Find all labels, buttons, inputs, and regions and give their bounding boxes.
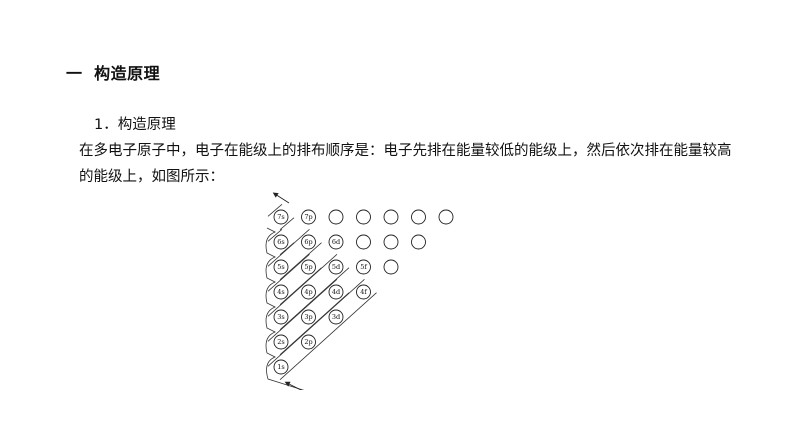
filling-line-3-0 (267, 254, 310, 292)
filling-line-5-0 (267, 279, 338, 342)
orbital-label-7p: 7p (304, 213, 312, 221)
orbital-label-3d: 3d (332, 313, 340, 321)
orbital-circle-2s (273, 334, 289, 350)
orbital-circle-5p (301, 259, 316, 275)
orbital-circle-4s (273, 284, 289, 300)
orbital-label-4d: 4d (332, 288, 340, 296)
filling-line-3-1 (279, 267, 322, 305)
filling-line-5-1 (279, 292, 350, 355)
orbital-circle-5f (356, 259, 371, 275)
filling-line-4-0 (267, 254, 338, 317)
orbital-label-6d: 6d (332, 238, 340, 246)
paragraph-line-2: 的能级上，如图所示： (79, 169, 224, 185)
orbital-circle-1s (273, 359, 289, 375)
orbital-circle-7h (411, 209, 426, 225)
orbital-label-3p: 3p (304, 313, 312, 321)
subsection-heading: 1．构造原理 (94, 117, 176, 133)
filling-line-2-0 (267, 229, 310, 267)
orbital-circle-7f (356, 209, 371, 225)
section-heading: 一 构造原理 (66, 60, 160, 84)
orbital-label-4f: 4f (360, 288, 367, 296)
orbital-circle-2p (301, 334, 316, 350)
orbital-circle-4f (356, 284, 371, 300)
orbital-circle-4p (301, 284, 316, 300)
orbital-label-5s: 5s (277, 263, 284, 271)
paragraph-line-1: 在多电子原子中，电子在能级上的排布顺序是：电子先排在能量较低的能级上，然后依次排… (79, 143, 732, 159)
filling-line-2-1 (279, 242, 322, 280)
aufbau-diagram-svg: 1s 2s 2p 3s 3p 3d 4s 4p 4d 4f 5s 5p 5d 5f 6s 6p 6d 7s 7p (265, 192, 454, 392)
aufbau-diagram: 1s 2s 2p 3s 3p 3d 4s 4p 4d 4f 5s 5p 5d 5f 6s 6p 6d 7s 7p (252, 190, 472, 392)
section-number: 一 (66, 64, 83, 83)
orbital-label-6s: 6s (277, 238, 284, 246)
start-arrow (284, 381, 304, 392)
orbital-circle-6p (301, 234, 316, 250)
orbital-circle-6d (328, 234, 344, 250)
orbital-label-2s: 2s (277, 338, 284, 346)
filling-line-4-1 (279, 267, 350, 330)
orbital-label-5f: 5f (360, 263, 367, 271)
filling-order-paths (265, 192, 377, 392)
orbital-label-4s: 4s (277, 288, 284, 296)
snake-connector-path (265, 227, 307, 392)
orbital-label-7s: 7s (277, 213, 284, 221)
orbital-circle-7i (438, 209, 454, 225)
filling-line-6-1 (279, 292, 377, 380)
orbital-label-2p: 2p (304, 338, 312, 346)
orbital-circle-7d (328, 209, 344, 225)
orbital-circle-6f (356, 234, 371, 250)
orbital-circle-6h (411, 234, 426, 250)
orbital-label-6p: 6p (304, 238, 312, 246)
orbital-circle-5d (328, 259, 344, 275)
orbital-circle-4d (328, 284, 344, 300)
orbital-circle-3d (328, 309, 344, 325)
orbital-circle-7p (301, 209, 316, 225)
orbital-circle-3s (273, 309, 289, 325)
orbital-label-5p: 5p (304, 263, 312, 271)
orbital-circle-5s (273, 259, 289, 275)
end-arrow (272, 192, 290, 204)
body-paragraph: 在多电子原子中，电子在能级上的排布顺序是：电子先排在能量较低的能级上，然后依次排… (79, 138, 769, 190)
orbital-circle-3p (301, 309, 316, 325)
orbital-label-4p: 4p (304, 288, 312, 296)
section-title: 构造原理 (94, 64, 161, 83)
filling-line-0-1 (279, 217, 295, 230)
filling-line-1-0 (267, 229, 283, 242)
orbital-circle-7g (383, 209, 399, 225)
orbital-label-3s: 3s (277, 313, 284, 321)
orbital-label-1s: 1s (277, 363, 284, 371)
orbital-circle-6g (383, 234, 399, 250)
filling-line-0-0 (267, 204, 283, 217)
orbital-circle-7s (273, 209, 289, 225)
orbital-label-5d: 5d (332, 263, 340, 271)
filling-line-6-0 (267, 279, 365, 367)
orbital-circle-6s (273, 234, 289, 250)
orbital-circle-5g (383, 259, 399, 275)
orbital-circles: 1s 2s 2p 3s 3p 3d 4s 4p 4d 4f 5s 5p 5d 5f 6s 6p 6d 7s 7p (273, 209, 454, 375)
